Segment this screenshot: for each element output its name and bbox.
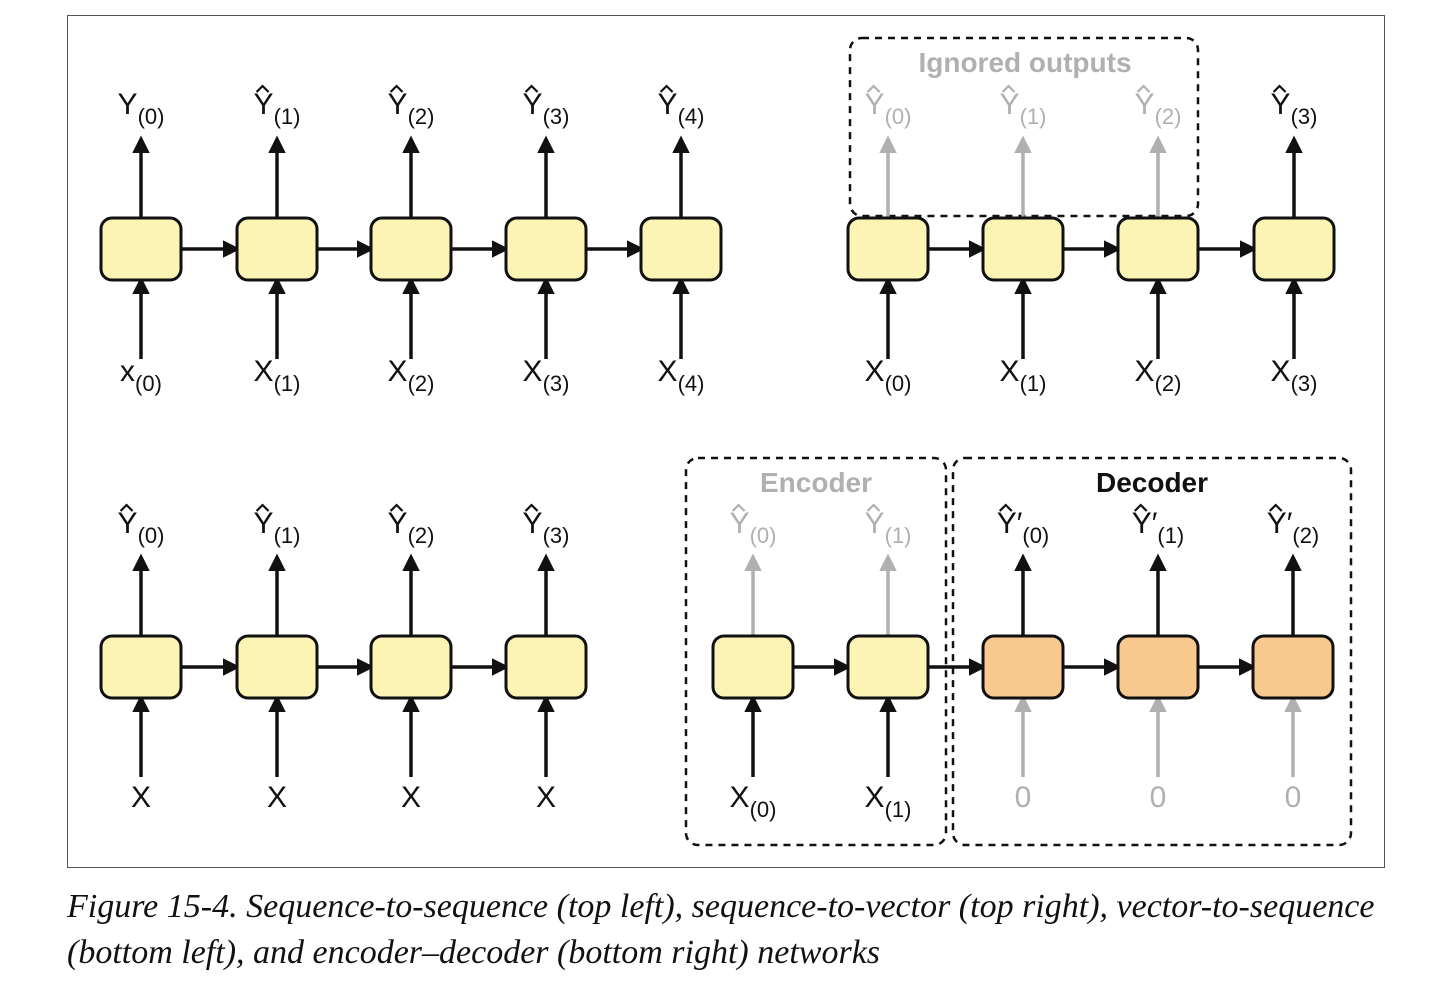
- seq2vec-0-input-label: X(0): [865, 355, 912, 396]
- ignored-outputs-label: Ignored outputs: [918, 47, 1131, 78]
- seq2seq-2-input-label: X(2): [388, 355, 435, 396]
- seq2seq-4-rnn-cell: [639, 216, 723, 282]
- seq2seq-0-input-label: x(0): [120, 355, 162, 396]
- vec2seq-3-rnn-cell: [504, 634, 588, 700]
- seq2seq-0-output-label: Y(0): [118, 88, 165, 129]
- encdec-4-input-label: 0: [1285, 781, 1302, 814]
- encdec-3-rnn-cell: [1116, 634, 1200, 700]
- encdec-3-input-label: 0: [1150, 781, 1167, 814]
- vec2seq-2-output-label: Y(2): [388, 507, 435, 548]
- encdec-2-output-label: Y′(0): [997, 507, 1050, 548]
- seq2vec-3-rnn-cell: [1252, 216, 1336, 282]
- seq2seq-4-output-label: Y(4): [658, 88, 705, 129]
- vec2seq-2-output-label-hat: [389, 503, 404, 512]
- seq2vec-3-output-label: Y(3): [1271, 88, 1318, 129]
- vec2seq-3-output-label: Y(3): [523, 507, 570, 548]
- encdec-0-output-label-hat: [731, 503, 746, 512]
- seq2vec-2-output-label: Y(2): [1135, 88, 1182, 129]
- figure-frame: [67, 15, 1385, 868]
- seq2seq-4-output-label-hat: [659, 84, 674, 93]
- seq2vec-2-output-label-hat: [1136, 84, 1151, 93]
- encdec-2-output-label-hat: [998, 503, 1013, 512]
- seq2seq-1-output-label-hat: [255, 84, 270, 93]
- encdec-1-output-label: Y(1): [865, 507, 912, 548]
- vec2seq-0-rnn-cell: [99, 634, 183, 700]
- seq2seq-1-output-label: Y(1): [254, 88, 301, 129]
- seq2vec-1-output-label: Y(1): [1000, 88, 1047, 129]
- figure-caption: Figure 15-4. Sequence-to-sequence (top l…: [67, 888, 1375, 971]
- vec2seq-2-input-label: X: [401, 781, 421, 814]
- decoder-label: Decoder: [1096, 467, 1208, 498]
- vec2seq-0-input-label: X: [131, 781, 151, 814]
- seq2vec-0-output-label-hat: [866, 84, 881, 93]
- seq2vec-1-input-label: X(1): [1000, 355, 1047, 396]
- vec2seq-0-output-label: Y(0): [118, 507, 165, 548]
- seq2seq-3-input-label: X(3): [523, 355, 570, 396]
- seq2vec-0-output-label: Y(0): [865, 88, 912, 129]
- seq2seq-2-output-label: Y(2): [388, 88, 435, 129]
- encdec-1-input-label: X(1): [865, 781, 912, 822]
- encdec-1-rnn-cell: [846, 634, 930, 700]
- encdec-0-output-label: Y(0): [730, 507, 777, 548]
- seq2seq-1-input-label: X(1): [254, 355, 301, 396]
- vec2seq-1-rnn-cell: [235, 634, 319, 700]
- seq2vec-1-rnn-cell: [981, 216, 1065, 282]
- seq2vec-2-input-label: X(2): [1135, 355, 1182, 396]
- seq2vec-0-rnn-cell: [846, 216, 930, 282]
- seq2seq-3-output-label: Y(3): [523, 88, 570, 129]
- seq2seq-2-output-label-hat: [389, 84, 404, 93]
- seq2seq-1-rnn-cell: [235, 216, 319, 282]
- encdec-0-rnn-cell: [711, 634, 795, 700]
- seq2seq-0-rnn-cell: [99, 216, 183, 282]
- seq2vec-3-input-label: X(3): [1271, 355, 1318, 396]
- rnn-architectures-diagram: Y(0) x(0) Y(1) X(1) Y(2) X(2) Y(3) X(3) Y(4) X(4)…: [99, 36, 1353, 847]
- seq2vec-3-output-label-hat: [1272, 84, 1287, 93]
- encdec-2-rnn-cell: [981, 634, 1065, 700]
- seq2seq-3-output-label-hat: [524, 84, 539, 93]
- encdec-3-output-label-hat: [1133, 503, 1148, 512]
- vec2seq-3-output-label-hat: [524, 503, 539, 512]
- encdec-1-output-label-hat: [866, 503, 881, 512]
- vec2seq-1-output-label-hat: [255, 503, 270, 512]
- encdec-4-output-label-hat: [1268, 503, 1283, 512]
- encdec-2-input-label: 0: [1015, 781, 1032, 814]
- seq2vec-1-output-label-hat: [1001, 84, 1016, 93]
- decoder-box: [951, 456, 1353, 847]
- encdec-4-rnn-cell: [1251, 634, 1335, 700]
- vec2seq-1-output-label: Y(1): [254, 507, 301, 548]
- seq2seq-4-input-label: X(4): [658, 355, 705, 396]
- vec2seq-2-rnn-cell: [369, 634, 453, 700]
- encdec-3-output-label: Y′(1): [1132, 507, 1185, 548]
- vec2seq-0-output-label-hat: [119, 503, 134, 512]
- seq2seq-2-rnn-cell: [369, 216, 453, 282]
- encoder-label: Encoder: [760, 467, 872, 498]
- encdec-0-input-label: X(0): [730, 781, 777, 822]
- encdec-4-output-label: Y′(2): [1267, 507, 1320, 548]
- seq2seq-3-rnn-cell: [504, 216, 588, 282]
- vec2seq-3-input-label: X: [536, 781, 556, 814]
- seq2vec-2-rnn-cell: [1116, 216, 1200, 282]
- vec2seq-1-input-label: X: [267, 781, 287, 814]
- encoder-box: [684, 456, 948, 847]
